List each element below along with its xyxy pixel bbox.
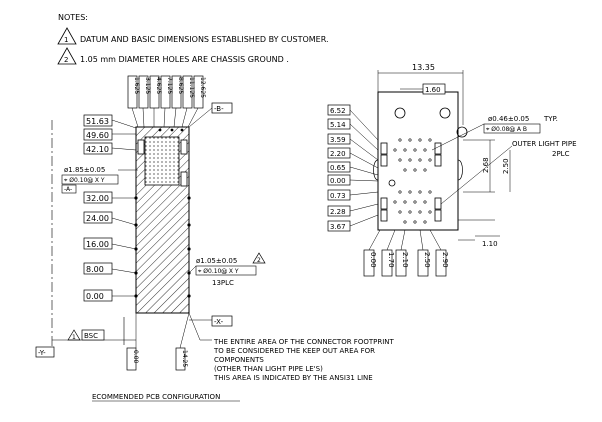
y-dim-32-00: 32.00 — [86, 194, 109, 203]
note-2: 2 1.05 mm DIAMETER HOLES ARE CHASSIS GRO… — [57, 47, 289, 65]
y-dim-16-00: 16.00 — [86, 240, 109, 249]
datum-y: -Y- — [38, 349, 46, 357]
footprint-note: THE ENTIRE AREA OF THE CONNECTOR FOOTPRI… — [188, 312, 394, 382]
rdim-0-73: 0.73 — [330, 192, 346, 200]
rdim-2-20: 2.20 — [330, 150, 346, 158]
light-pipe-count: 2PLC — [552, 150, 570, 158]
hole-large-tolerance: ⌖ Ø0.10Ⓜ X Y — [64, 177, 105, 184]
pin-field-dots — [145, 137, 179, 185]
side-dim-2-50: 2.50 — [502, 158, 510, 174]
hole-small-count: 13PLC — [212, 279, 234, 287]
pin-array-right — [393, 138, 432, 224]
y-dim-0-00: 0.00 — [86, 292, 104, 301]
datum-x: -X- — [214, 318, 224, 326]
y-dim-51-63: 51.63 — [86, 117, 109, 126]
right-view: 13.35 1.60 6.52 5.14 3.59 2.20 0.65 0.00… — [327, 63, 577, 277]
footprint-line-1: THE ENTIRE AREA OF THE CONNECTOR FOOTPRI… — [213, 338, 394, 346]
note-1-number: 1 — [64, 36, 68, 44]
bottom-dim-0: 0.00 — [132, 350, 139, 364]
bsc-label: BSC — [84, 332, 98, 340]
note-2-text: 1.05 mm DIAMETER HOLES ARE CHASSIS GROUN… — [80, 55, 289, 64]
rbdim-2-10: 2.10 — [401, 252, 409, 268]
connector-outline — [377, 91, 459, 231]
drawing-caption: ECOMMENDED PCB CONFIGURATION — [92, 393, 220, 401]
light-pipe-label: OUTER LIGHT PIPE — [512, 140, 577, 148]
top-dim-7: 12.625 — [199, 77, 206, 98]
pin-tolerance: ⌖ Ø0.08Ⓜ A B — [486, 126, 527, 133]
right-bottom-dims: 0.00 1.70 2.10 2.50 2.90 — [363, 229, 449, 277]
pin-typ: TYP. — [543, 115, 558, 123]
rbdim-0-00: 0.00 — [369, 252, 377, 268]
hole-small-note: 2 — [257, 257, 261, 264]
footprint-line-3: COMPONENTS — [214, 356, 264, 364]
hole-large-callout: ø1.85±0.05 — [64, 166, 105, 174]
footprint-line-5: THIS AREA IS INDICATED BY THE ANSI31 LIN… — [213, 374, 373, 382]
hole-small-tolerance: ⌖ Ø0.10Ⓜ X Y — [198, 268, 239, 275]
bsc-note-triangle — [67, 329, 81, 341]
top-dim-6: 11.125 — [188, 77, 195, 98]
rdim-3-59: 3.59 — [330, 136, 346, 144]
rbdim-2-90: 2.90 — [441, 252, 449, 268]
y-dimensions: 51.63 49.60 42.10 32.00 24.00 16.00 8.00… — [83, 114, 137, 302]
note-1-triangle — [57, 27, 77, 45]
note-1-text: DATUM AND BASIC DIMENSIONS ESTABLISHED B… — [80, 35, 329, 44]
rdim-6-52: 6.52 — [330, 107, 346, 115]
top-dimensions: 1.625 3.125 4.625 7.125 8.625 11.125 12.… — [127, 75, 206, 128]
top-dim-5: 8.625 — [177, 77, 184, 94]
light-pipe-left-c — [180, 171, 188, 187]
right-left-dims: 6.52 5.14 3.59 2.20 0.65 0.00 0.73 2.28 … — [327, 104, 379, 232]
pin-callout: ø0.46±0.05 — [488, 115, 529, 123]
y-dim-8-00: 8.00 — [86, 265, 104, 274]
footprint-line-2: TO BE CONSIDERED THE KEEP OUT AREA FOR — [213, 347, 375, 355]
top-dim-1: 1.625 — [133, 77, 140, 94]
hole-small-callout: ø1.05±0.05 — [196, 257, 237, 265]
left-view: 1.625 3.125 4.625 7.125 8.625 11.125 12.… — [35, 75, 266, 371]
bottom-dim-14-25: 14.25 — [181, 350, 188, 367]
top-dim-2: 3.125 — [144, 77, 151, 94]
light-pipe-left-b — [180, 139, 188, 155]
side-dim-2-68: 2.68 — [482, 157, 490, 173]
rdim-5-14: 5.14 — [330, 121, 346, 129]
width-dim: 13.35 — [412, 63, 435, 72]
light-pipe-left-a — [137, 139, 145, 155]
y-dim-42-10: 42.10 — [86, 145, 109, 154]
offset-dim: 1.60 — [425, 86, 441, 94]
datum-b: -B- — [214, 105, 224, 113]
datum-a: -A- — [64, 186, 72, 193]
note-1: 1 DATUM AND BASIC DIMENSIONS ESTABLISHED… — [57, 27, 329, 45]
notes-heading: NOTES: — [58, 13, 88, 22]
rdim-3-67: 3.67 — [330, 223, 346, 231]
footprint-line-4: (OTHER THAN LIGHT PIPE LE'S) — [214, 365, 323, 373]
rbdim-2-50: 2.50 — [423, 252, 431, 268]
rbdim-1-70: 1.70 — [387, 252, 395, 268]
note-2-triangle — [57, 47, 77, 65]
rdim-0-00: 0.00 — [330, 177, 346, 185]
bsc-note: 1 — [72, 334, 76, 341]
note-2-number: 2 — [64, 56, 68, 64]
top-dim-3: 4.625 — [155, 77, 162, 94]
top-dim-4: 7.125 — [166, 77, 173, 94]
y-dim-49-60: 49.60 — [86, 131, 109, 140]
right-dim-1-10: 1.10 — [482, 240, 498, 248]
rdim-0-65: 0.65 — [330, 164, 346, 172]
rdim-2-28: 2.28 — [330, 208, 346, 216]
y-dim-24-00: 24.00 — [86, 214, 109, 223]
hole-small-note-triangle — [252, 252, 266, 264]
